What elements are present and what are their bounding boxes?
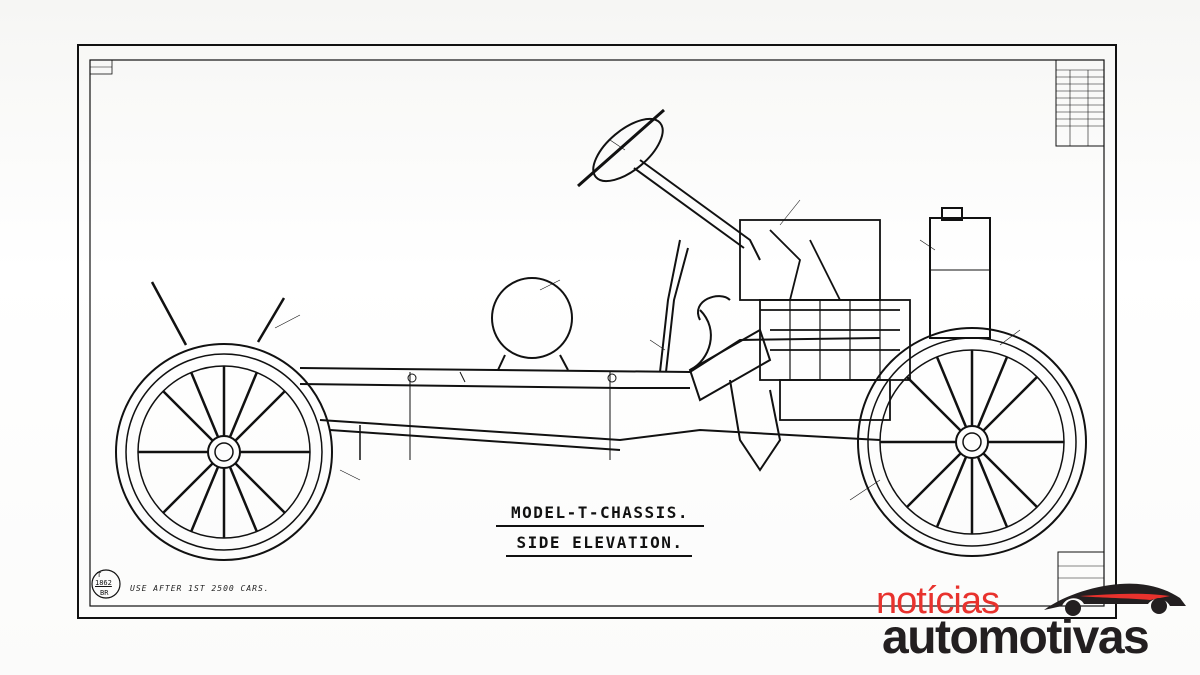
logo-text-automotivas: automotivas — [882, 611, 1150, 664]
drawing-title-line2: SIDE ELEVATION. — [516, 533, 684, 552]
revisions-block — [1055, 59, 1105, 147]
approval-block — [1057, 551, 1105, 607]
control-levers — [659, 239, 712, 373]
rear-wheel — [115, 343, 333, 561]
stamp-number: 1862 — [95, 579, 112, 587]
top-left-block — [89, 59, 113, 75]
inner-border — [89, 59, 1105, 607]
part-callouts — [274, 139, 1021, 501]
transmission — [688, 295, 782, 472]
title-underline-2 — [506, 555, 692, 557]
steering — [577, 108, 761, 261]
stamp-circle — [91, 569, 121, 599]
rear-fender-braces — [150, 281, 286, 346]
outer-border — [77, 44, 1117, 619]
front-wheel — [857, 327, 1087, 557]
gas-tank — [491, 277, 573, 371]
frame-rails — [299, 337, 881, 460]
usage-note: USE AFTER 1ST 2500 CARS. — [130, 584, 270, 593]
car-silhouette-icon — [1044, 583, 1186, 616]
stamp-suffix: BR — [100, 589, 109, 597]
spring-details — [407, 371, 617, 460]
drawing-title-line1: MODEL-T-CHASSIS. — [510, 503, 690, 522]
engine — [739, 219, 911, 421]
logo-text-noticias: notícias — [876, 580, 1000, 622]
stamp-letter: T — [97, 571, 102, 579]
title-underline-1 — [496, 525, 704, 527]
radiator — [929, 207, 991, 339]
